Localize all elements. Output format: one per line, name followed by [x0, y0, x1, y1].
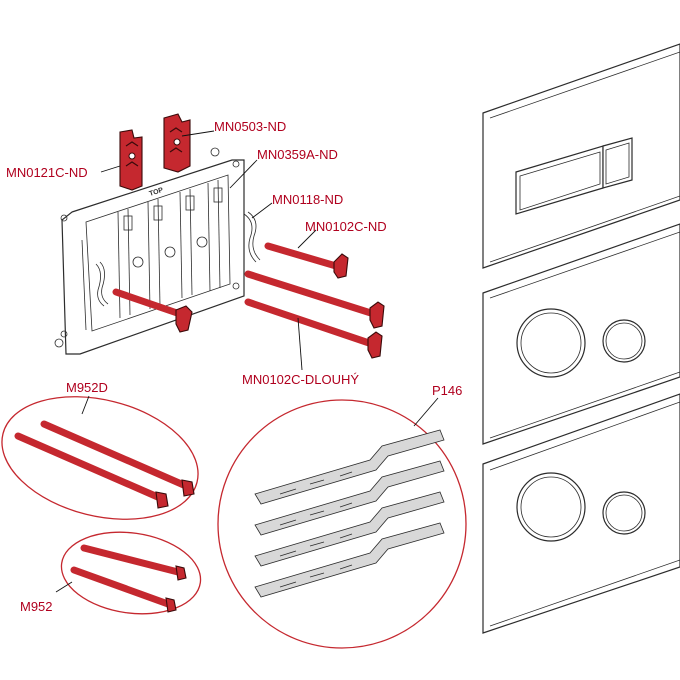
spring-clip	[243, 211, 261, 263]
label-mn0359a-nd: MN0359A-ND	[257, 147, 338, 162]
rod-in-frame	[112, 288, 193, 333]
label-mn0102c-nd: MN0102C-ND	[305, 219, 387, 234]
flush-plate-round-b	[482, 393, 680, 634]
rod-short-mn0102c	[264, 242, 349, 279]
bracket-right	[163, 113, 191, 173]
frame-top-mark: TOP	[148, 187, 164, 198]
flush-plate-round-a	[482, 223, 680, 445]
label-p146: P146	[432, 383, 462, 398]
label-m952: M952	[20, 599, 53, 614]
group-p146	[217, 399, 467, 649]
bracket-left	[119, 129, 143, 191]
group-m952	[60, 531, 202, 615]
label-mn0118-nd: MN0118-ND	[272, 192, 343, 207]
group-m952d	[1, 396, 199, 520]
label-mn0503-nd: MN0503-ND	[214, 119, 286, 134]
label-m952d: M952D	[66, 380, 108, 395]
label-mn0121c-nd: MN0121C-ND	[6, 165, 88, 180]
flush-plate-rectangular	[482, 43, 680, 269]
rod-long-a	[244, 270, 385, 329]
rod-long-b	[244, 298, 383, 359]
leader-lines	[55, 130, 439, 593]
callout-labels: MN0121C-ND MN0503-ND MN0359A-ND MN0118-N…	[6, 119, 462, 614]
label-mn0102c-dlouhy: MN0102C-DLOUHÝ	[242, 372, 359, 387]
